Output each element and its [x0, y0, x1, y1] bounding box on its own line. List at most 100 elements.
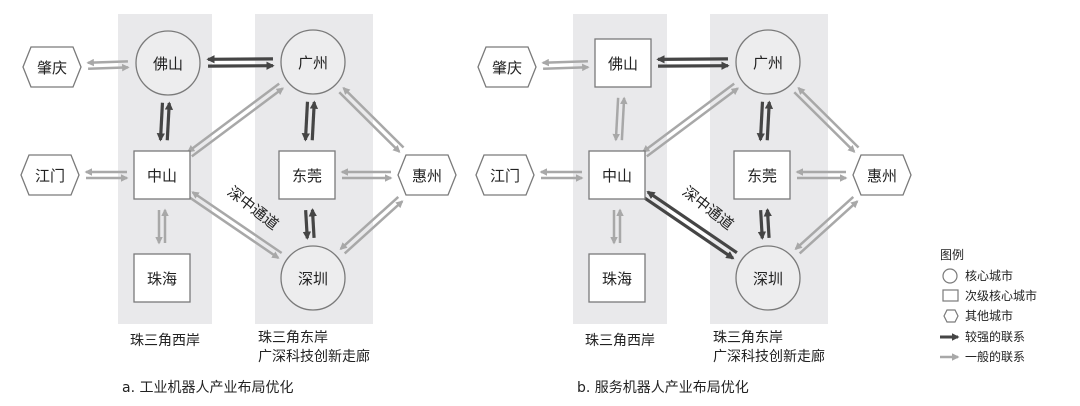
link-foshan-to-zhongshan	[612, 97, 620, 142]
link-huizhou-to-shenzhen	[794, 195, 855, 250]
link-zhongshan-to-shenzhen	[188, 196, 280, 259]
link-guangzhou-to-zhongshan	[187, 82, 280, 153]
link-foshan-to-zhongshan	[156, 102, 165, 142]
panel-caption: b. 服务机器人产业布局优化	[577, 380, 749, 396]
core-city-circle	[135, 30, 201, 96]
node-guangzhou: 广州	[735, 29, 801, 95]
panel-a: 佛山广州肇庆江门中山珠海东莞惠州深圳深中通道珠三角西岸珠三角东岸广深科技创新走廊…	[20, 14, 457, 396]
legend-label-strong: 较强的联系	[965, 329, 1025, 344]
node-zhaoqing: 肇庆	[22, 46, 82, 88]
link-dongguan-to-shenzhen	[302, 210, 312, 240]
link-huizhou-to-guangzhou	[797, 86, 860, 149]
city-label: 广州	[298, 54, 328, 72]
node-huizhou: 惠州	[397, 154, 457, 196]
link-dongguan-to-guangzhou	[309, 100, 319, 141]
link-zhaoqing-to-foshan	[543, 63, 590, 72]
link-shenzhen-to-huizhou	[798, 200, 859, 255]
link-shenzhen-to-dongguan	[763, 208, 772, 238]
secondary-city-rect	[594, 38, 652, 88]
panel-b: 佛山广州肇庆江门中山珠海东莞惠州深圳深中通道珠三角西岸珠三角东岸广深科技创新走廊…	[475, 14, 912, 396]
node-zhaoqing: 肇庆	[477, 46, 537, 88]
link-zhongshan-to-shenzhen	[643, 196, 735, 260]
link-guangzhou-to-zhongshan	[642, 82, 735, 153]
node-foshan: 佛山	[135, 30, 201, 96]
city-label: 佛山	[608, 55, 638, 73]
panels-layer: 佛山广州肇庆江门中山珠海东莞惠州深圳深中通道珠三角西岸珠三角东岸广深科技创新走廊…	[20, 14, 912, 396]
link-foshan-to-zhaoqing	[86, 58, 128, 67]
core-city-circle	[735, 245, 801, 311]
link-zhaoqing-to-foshan	[88, 63, 130, 72]
city-label: 珠海	[602, 270, 632, 288]
link-dongguan-to-shenzhen	[757, 210, 767, 240]
city-label: 江门	[490, 167, 520, 185]
legend-label-general: 一般的联系	[965, 349, 1025, 364]
other-city-hexagon	[397, 154, 457, 196]
legend-rect-symbol	[942, 289, 959, 302]
node-zhongshan: 中山	[133, 150, 191, 200]
legend-circle-symbol	[942, 268, 958, 284]
link-huizhou-to-guangzhou	[342, 86, 405, 149]
node-foshan: 佛山	[594, 38, 652, 88]
link-zhongshan-to-guangzhou	[191, 87, 284, 158]
other-city-hexagon	[20, 154, 80, 196]
node-huizhou: 惠州	[852, 154, 912, 196]
legend: 图例 核心城市 次级核心城市 其他城市 较强的联系 一般的联系	[940, 248, 1037, 364]
secondary-city-rect	[133, 253, 191, 303]
link-shenzhen-to-huizhou	[343, 200, 404, 255]
other-city-hexagon	[22, 46, 82, 88]
secondary-city-rect	[733, 150, 791, 200]
node-guangzhou: 广州	[280, 29, 346, 95]
corridor-name-label: 广深科技创新走廊	[713, 348, 825, 365]
east-coast-label: 珠三角东岸	[258, 330, 328, 346]
city-label: 深圳	[753, 270, 783, 288]
link-guangzhou-to-huizhou	[338, 91, 401, 153]
city-label: 佛山	[153, 55, 183, 73]
link-shenzhen-to-dongguan	[308, 208, 317, 238]
node-shenzhen: 深圳	[280, 245, 346, 311]
other-city-hexagon	[852, 154, 912, 196]
link-guangzhou-to-dongguan	[756, 101, 765, 142]
node-dongguan: 东莞	[278, 150, 336, 200]
city-label: 肇庆	[37, 59, 67, 77]
links-layer	[84, 55, 405, 259]
legend-title: 图例	[940, 248, 964, 262]
legend-label-other: 其他城市	[965, 308, 1013, 323]
link-dongguan-to-guangzhou	[764, 100, 774, 141]
other-city-hexagon	[477, 46, 537, 88]
city-label: 中山	[602, 167, 632, 185]
east-coast-label: 珠三角东岸	[713, 330, 783, 346]
city-label: 惠州	[412, 167, 442, 185]
other-city-hexagon	[475, 154, 535, 196]
node-shenzhen: 深圳	[735, 245, 801, 311]
link-zhongshan-to-guangzhou	[646, 87, 739, 158]
city-label: 深圳	[298, 270, 328, 288]
city-label: 惠州	[867, 167, 897, 185]
link-zhongshan-to-foshan	[620, 96, 628, 141]
link-zhongshan-to-foshan	[164, 101, 174, 141]
core-city-circle	[280, 29, 346, 95]
node-zhongshan: 中山	[588, 150, 646, 200]
city-label: 肇庆	[492, 59, 522, 77]
node-dongguan: 东莞	[733, 150, 791, 200]
legend-label-secondary: 次级核心城市	[965, 288, 1037, 303]
link-guangzhou-to-dongguan	[301, 101, 310, 142]
secondary-city-rect	[588, 253, 646, 303]
west-coast-label: 珠三角西岸	[585, 333, 655, 349]
node-zhuhai: 珠海	[133, 253, 191, 303]
secondary-city-rect	[133, 150, 191, 200]
city-label: 广州	[753, 54, 783, 72]
node-zhuhai: 珠海	[588, 253, 646, 303]
secondary-city-rect	[278, 150, 336, 200]
west-coast-label: 珠三角西岸	[130, 333, 200, 349]
core-city-circle	[280, 245, 346, 311]
link-guangzhou-to-huizhou	[793, 91, 856, 153]
node-jiangmen: 江门	[20, 154, 80, 196]
city-label: 珠海	[147, 270, 177, 288]
legend-label-core: 核心城市	[965, 268, 1013, 283]
legend-hexagon-symbol	[943, 309, 959, 323]
city-label: 东莞	[292, 167, 322, 185]
secondary-city-rect	[588, 150, 646, 200]
